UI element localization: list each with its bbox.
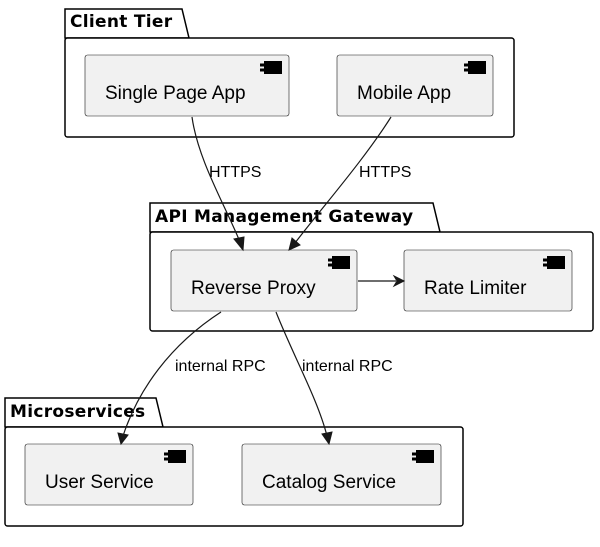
component-label: Rate Limiter bbox=[424, 278, 527, 299]
package-title: API Management Gateway bbox=[155, 207, 413, 227]
component-label: Mobile App bbox=[357, 83, 451, 104]
component-label: Single Page App bbox=[105, 83, 246, 104]
component-reverse-proxy[interactable]: Reverse Proxy bbox=[170, 249, 358, 312]
arrowhead bbox=[288, 237, 301, 251]
component-single-page-app[interactable]: Single Page App bbox=[84, 54, 290, 117]
edge-label: internal RPC bbox=[302, 358, 393, 375]
package-title: Microservices bbox=[10, 402, 145, 422]
edge-mobile-to-proxy: HTTPS bbox=[288, 116, 411, 251]
component-rate-limiter[interactable]: Rate Limiter bbox=[403, 249, 573, 312]
component-user-service[interactable]: User Service bbox=[24, 443, 194, 506]
edge-label: HTTPS bbox=[209, 164, 261, 181]
component-label: Catalog Service bbox=[262, 472, 396, 493]
edge-label: HTTPS bbox=[359, 164, 411, 181]
edge-spa-to-proxy: HTTPS bbox=[191, 116, 261, 252]
arrowhead bbox=[392, 274, 406, 288]
component-label: User Service bbox=[45, 472, 154, 493]
arrowhead bbox=[233, 236, 245, 252]
edge-label: internal RPC bbox=[175, 358, 266, 375]
edge-proxy-to-catalog: internal RPC bbox=[275, 311, 393, 446]
package-title: Client Tier bbox=[70, 12, 173, 32]
component-mobile-app[interactable]: Mobile App bbox=[336, 54, 494, 117]
component-catalog-service[interactable]: Catalog Service bbox=[241, 443, 442, 506]
edge-proxy-to-limiter bbox=[358, 274, 406, 288]
arrowhead bbox=[117, 432, 129, 446]
component-label: Reverse Proxy bbox=[191, 278, 316, 299]
arrowhead bbox=[321, 431, 333, 446]
edge-proxy-to-user: internal RPC bbox=[117, 311, 266, 446]
